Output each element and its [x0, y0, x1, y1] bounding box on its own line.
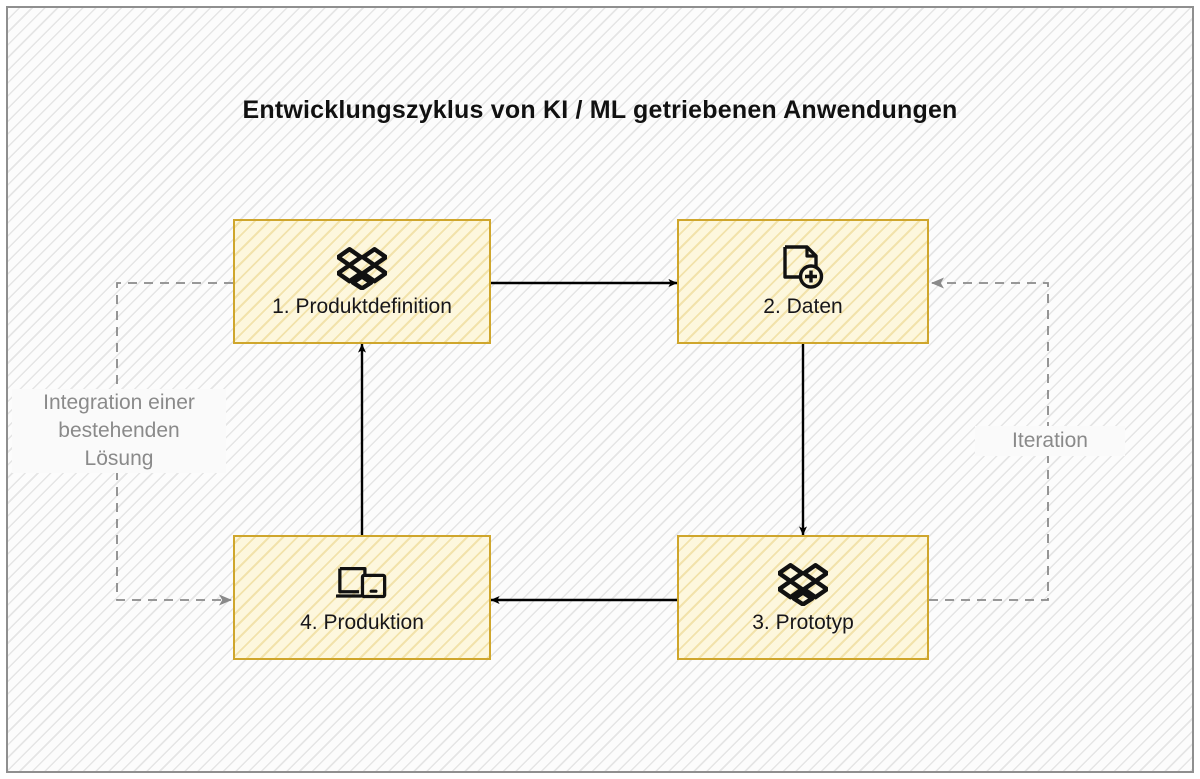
- edge-label-integration-line2: bestehenden: [58, 419, 180, 442]
- page-title: Entwicklungszyklus von KI / ML getrieben…: [242, 96, 958, 124]
- node-label: 3. Prototyp: [752, 610, 854, 634]
- edge-label-integration: Integration einer bestehenden Lösung: [12, 389, 226, 473]
- node-produktion[interactable]: 4. Produktion: [233, 535, 491, 660]
- document-add-icon: [777, 244, 829, 291]
- node-label: 2. Daten: [763, 294, 843, 318]
- stacked-diamonds-icon: [336, 245, 388, 291]
- edge-label-integration-line1: Integration einer: [43, 391, 195, 414]
- node-produktdefinition[interactable]: 1. Produktdefinition: [233, 219, 491, 344]
- edge-label-integration-line3: Lösung: [84, 447, 154, 470]
- node-prototyp[interactable]: 3. Prototyp: [677, 535, 929, 660]
- node-label: 4. Produktion: [300, 610, 424, 634]
- edge-label-iteration: Iteration: [975, 426, 1125, 456]
- node-label: 1. Produktdefinition: [272, 294, 452, 318]
- node-daten[interactable]: 2. Daten: [677, 219, 929, 344]
- stacked-diamonds-icon: [777, 561, 829, 607]
- devices-laptop-tablet-icon: [336, 561, 388, 607]
